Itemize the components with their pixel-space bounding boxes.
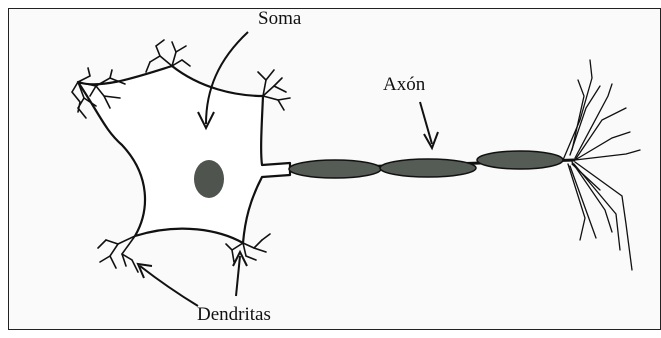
soma-label: Soma [258,8,301,30]
axon-label: Axón [383,74,425,96]
myelin-segment [380,159,476,177]
axon-arrow [420,102,438,148]
axon-terminal [563,60,640,270]
myelin-segment [289,160,381,178]
myelin-segment [477,151,563,169]
dendrites-arrow-left [138,264,198,306]
soma-body [78,66,290,243]
dendrite-tuft-lower-left [98,236,138,272]
nucleus [194,160,224,198]
dendrites-arrow-right [233,252,247,296]
dendrites-label: Dendritas [197,304,271,326]
